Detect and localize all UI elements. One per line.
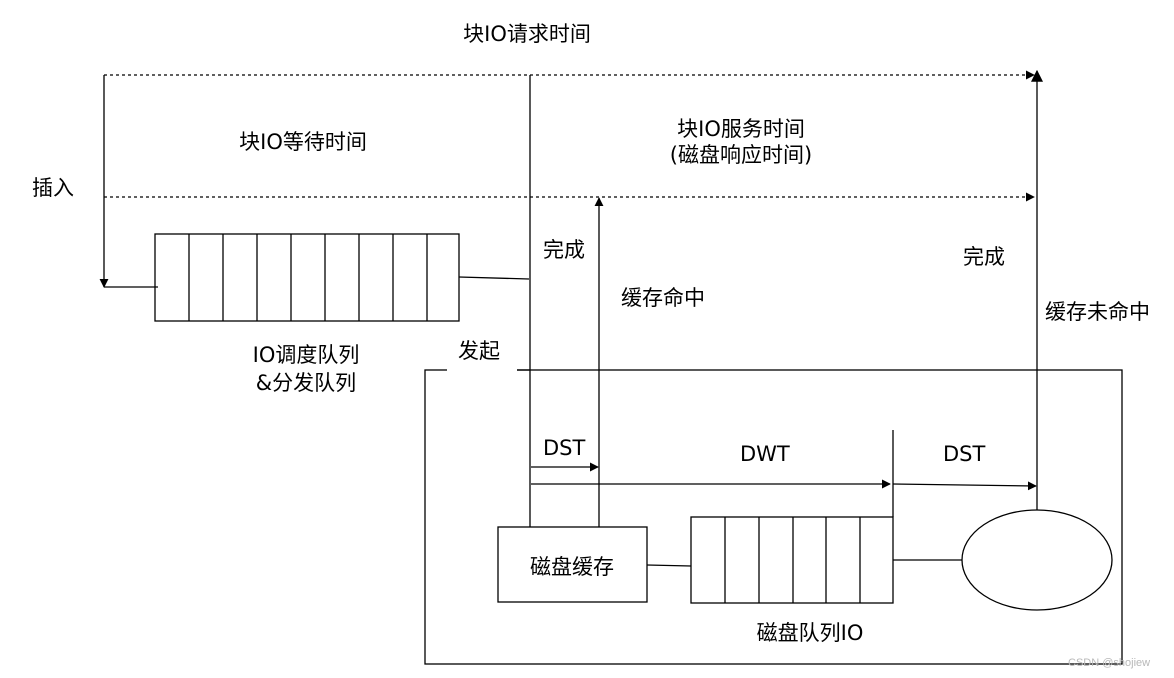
watermark: CSDN @shojiew (1068, 657, 1150, 669)
request-time-label: 块IO请求时间 (463, 22, 591, 46)
wait-time-label: 块IO等待时间 (239, 130, 367, 154)
disk-platter (961, 509, 1113, 611)
disk-cache-box (497, 526, 648, 603)
complete-right-label: 完成 (963, 245, 1005, 269)
issue-label: 发起 (458, 339, 500, 363)
disk-queue-label: 磁盘队列IO (757, 621, 864, 645)
sched-queue-sub-label: &分发队列 (256, 371, 356, 395)
cache-hit-label: 缓存命中 (621, 286, 705, 310)
service-time-label: 块IO服务时间 (677, 117, 805, 141)
cache-miss-label: 缓存未命中 (1045, 300, 1150, 324)
queue-to-issue-line (458, 276, 530, 280)
service-time-sub-label: (磁盘响应时间) (670, 143, 812, 167)
dst-right-arrow (892, 481, 1037, 491)
disk-device-box (424, 369, 1123, 665)
cache-to-queue-line (646, 564, 692, 567)
dst-right-label: DST (943, 442, 986, 466)
complete-left-label: 完成 (543, 238, 585, 262)
io-scheduler-queue (154, 233, 460, 322)
disk-cache-label: 磁盘缓存 (530, 555, 614, 579)
disk-queue (690, 516, 894, 604)
dwt-label: DWT (740, 442, 790, 466)
sched-queue-label: IO调度队列 (253, 343, 360, 367)
dst-left-label: DST (543, 436, 586, 460)
insert-label: 插入 (32, 176, 74, 200)
